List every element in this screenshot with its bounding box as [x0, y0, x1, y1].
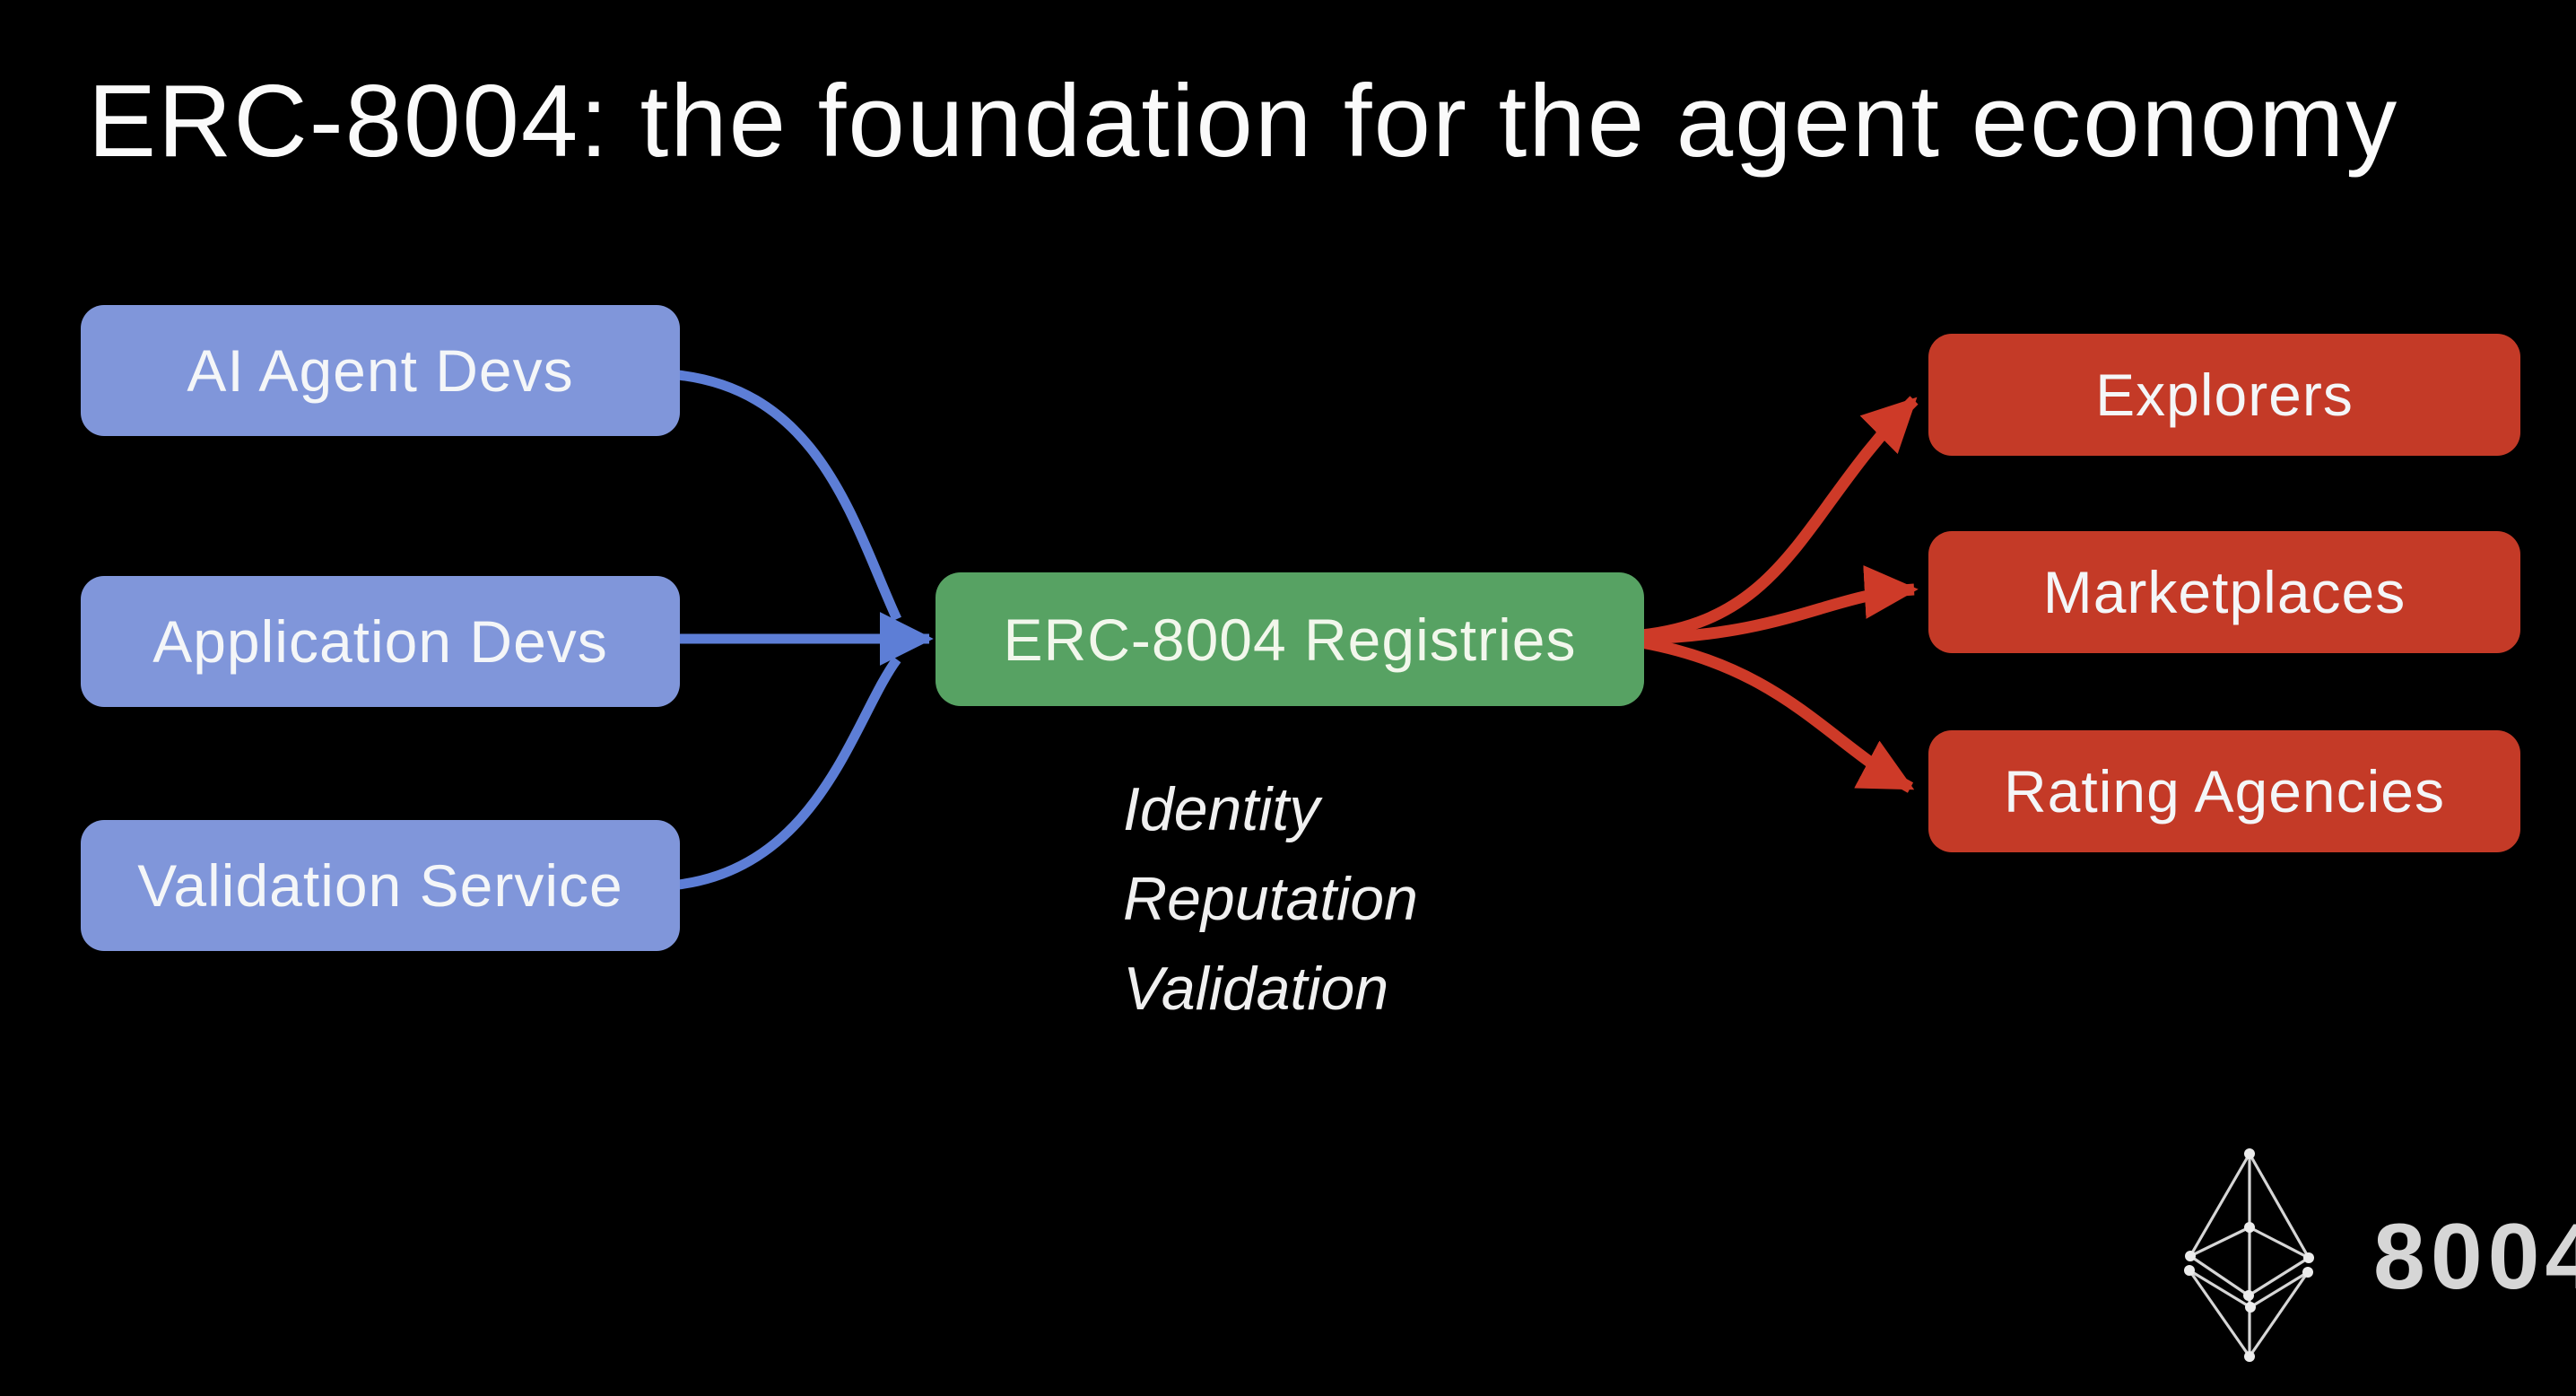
consumer-box-rating-agencies: Rating Agencies: [1928, 730, 2520, 852]
consumer-box-explorers: Explorers: [1928, 334, 2520, 456]
registry-function-validation: Validation: [1123, 955, 1389, 1023]
registry-box: ERC-8004 Registries: [936, 572, 1644, 706]
arrow-registry-to-rating-agencies: [1640, 636, 1915, 793]
erc-8004-logo: 8004: [2174, 1141, 2576, 1373]
ethereum-wireframe-icon: [2184, 1148, 2314, 1362]
logo-number-label: 8004: [2373, 1204, 2576, 1309]
registry-functions-list: Identity Reputation Validation: [1123, 764, 1418, 1034]
registry-function-reputation: Reputation: [1123, 865, 1418, 933]
arrow-registry-to-marketplaces: [1640, 565, 1919, 645]
arrow-registry-to-explorers: [1640, 396, 1919, 641]
registry-function-identity: Identity: [1123, 775, 1320, 843]
source-box-application-devs: Application Devs: [81, 576, 680, 707]
slide-title: ERC-8004: the foundation for the agent e…: [88, 65, 2399, 179]
source-box-validation-service: Validation Service: [81, 820, 680, 951]
source-box-ai-agent-devs: AI Agent Devs: [81, 305, 680, 436]
consumer-box-marketplaces: Marketplaces: [1928, 531, 2520, 653]
arrow-validation-service-to-registry: [677, 656, 901, 890]
arrow-ai-agent-devs-to-registry: [677, 370, 902, 622]
